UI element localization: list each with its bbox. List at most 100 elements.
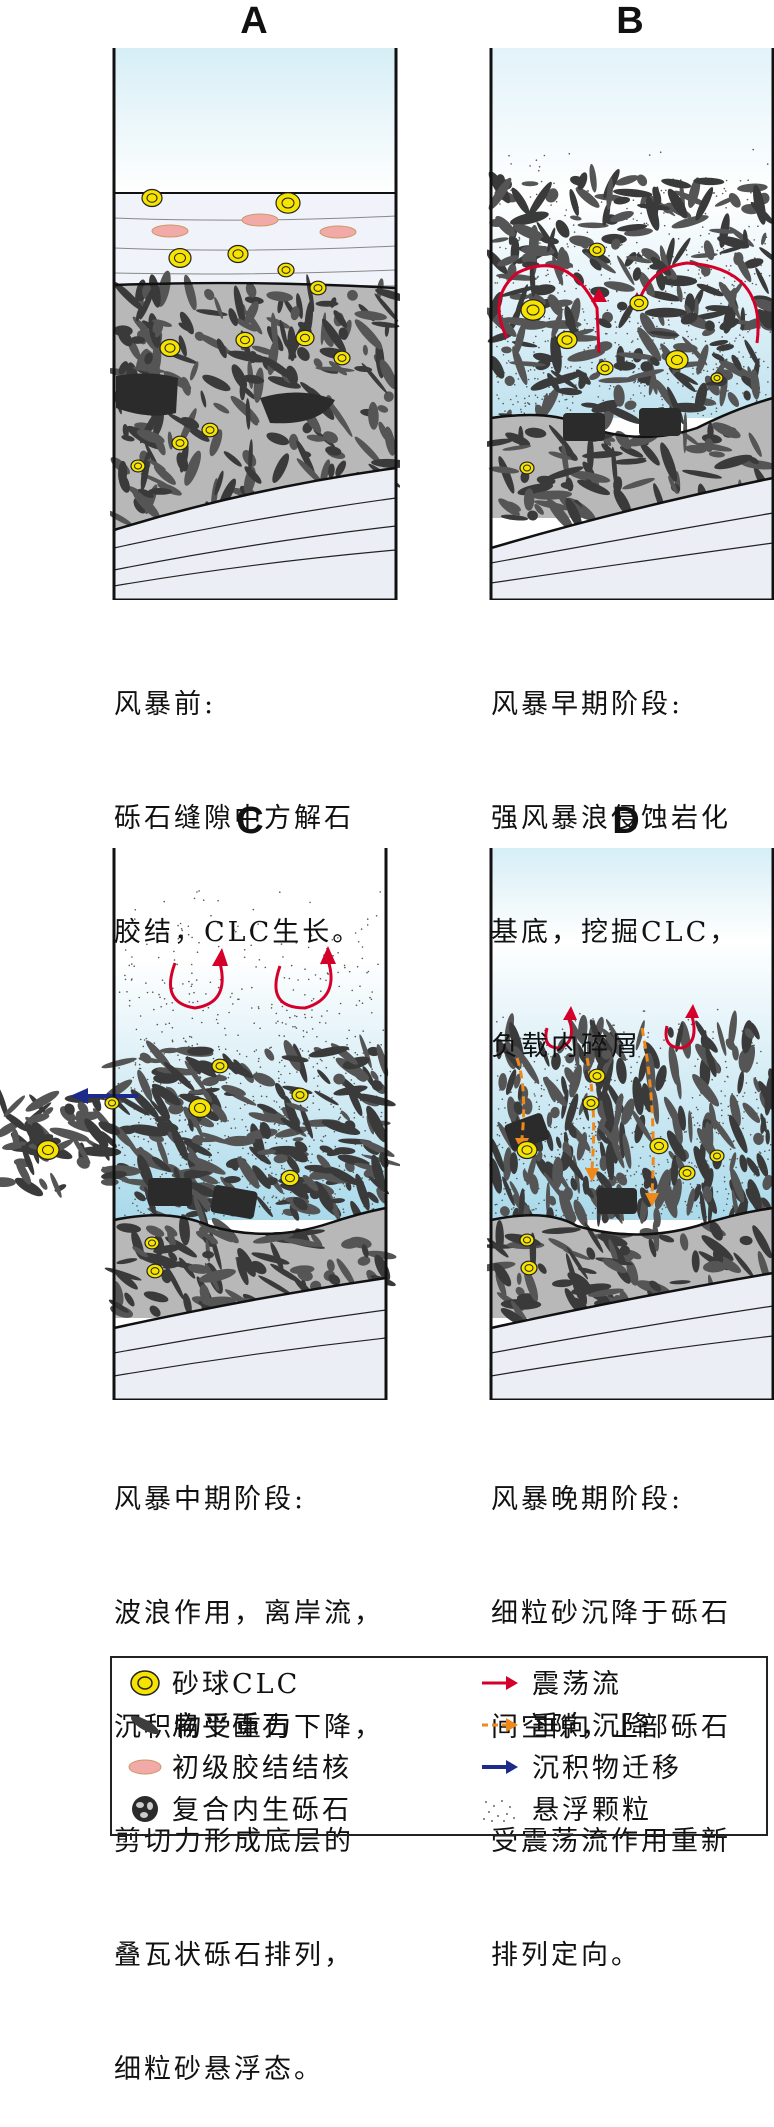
flat-gravel — [750, 1022, 760, 1040]
suspended-particle — [692, 1116, 694, 1119]
suspended-particle — [196, 951, 199, 953]
flat-gravel — [524, 427, 547, 438]
sand-ball-clc-core — [281, 266, 291, 274]
flat-gravel — [616, 352, 656, 360]
suspended-particle — [535, 159, 538, 161]
flat-gravel — [672, 1111, 683, 1144]
suspended-particle — [318, 1108, 321, 1111]
suspended-particle — [274, 1136, 277, 1139]
suspended-particle — [596, 1179, 599, 1181]
suspended-particle — [259, 1066, 262, 1068]
suspended-particle — [544, 1140, 547, 1143]
suspended-particle — [292, 989, 295, 991]
flat-gravel — [548, 1195, 556, 1206]
suspended-particle — [238, 1053, 241, 1055]
suspended-particle — [747, 179, 749, 181]
legend-item-flat-gravel: 扁平砾石 — [130, 1704, 292, 1743]
suspended-particle — [245, 1125, 247, 1128]
flat-gravel — [680, 312, 698, 325]
suspended-particle — [358, 1000, 361, 1002]
suspended-particle — [724, 1080, 726, 1083]
suspended-particle — [704, 212, 707, 215]
flat-gravel — [570, 328, 594, 337]
suspended-particle — [290, 964, 293, 967]
flat-gravel — [704, 320, 715, 331]
sand-ball-clc — [144, 1236, 160, 1250]
flat-gravel — [528, 224, 539, 262]
suspended-particle — [321, 1060, 323, 1062]
sand-ball-clc-cluster — [519, 242, 724, 475]
legend-item-sediment-migration: 沉积物迁移 — [482, 1746, 682, 1785]
suspended-particle — [614, 341, 616, 344]
suspended-particle — [630, 1146, 633, 1149]
suspended-particle — [538, 1105, 541, 1108]
suspended-particle — [659, 1047, 662, 1049]
flat-gravel — [717, 235, 750, 249]
flat-gravel — [699, 1190, 707, 1226]
suspended-particle — [723, 1176, 726, 1178]
flat-gravel — [256, 1195, 273, 1217]
suspended-particle — [159, 1176, 162, 1178]
suspended-particle — [163, 998, 166, 1000]
suspended-particle — [540, 1094, 543, 1097]
flat-gravel — [517, 1049, 540, 1085]
flat-gravel — [379, 359, 397, 390]
flat-gravel — [514, 284, 528, 320]
suspended-particle — [720, 1090, 723, 1092]
suspended-particle — [743, 1111, 745, 1113]
flat-gravel — [326, 1259, 335, 1272]
sand-ball-clc — [333, 350, 351, 366]
flat-gravel — [289, 1229, 325, 1237]
suspended-particle — [596, 1164, 598, 1166]
suspended-particle — [501, 1146, 504, 1149]
suspended-particle — [532, 341, 535, 344]
suspended-particle — [308, 1145, 311, 1148]
suspended-particle — [663, 1204, 665, 1207]
suspended-particle — [133, 1135, 136, 1138]
flat-gravel — [730, 1168, 745, 1203]
oscillating-flow-arrow — [497, 261, 760, 354]
flat-gravel — [521, 181, 539, 187]
flat-gravel — [504, 375, 515, 386]
suspended-particle — [165, 1023, 167, 1025]
suspended-particle — [264, 1168, 267, 1170]
suspended-particle — [191, 1017, 194, 1020]
suspended-particle — [310, 934, 313, 937]
suspended-particle — [290, 1097, 292, 1100]
suspended-particle — [565, 1047, 567, 1050]
flat-gravel — [288, 433, 299, 450]
flat-gravel — [487, 331, 514, 343]
legend-label: 悬浮颗粒 — [532, 1795, 652, 1826]
suspended-particle — [609, 263, 612, 265]
suspended-particle — [574, 1066, 576, 1069]
suspended-particle — [280, 943, 283, 945]
suspended-particle — [527, 370, 530, 372]
flat-gravel — [308, 1046, 350, 1058]
caption-line: 波浪作用，离岸流， — [114, 1598, 384, 1629]
suspended-particle — [339, 1108, 342, 1110]
flat-gravel — [328, 463, 335, 478]
flat-gravel — [649, 331, 680, 337]
flat-gravel — [728, 1114, 748, 1154]
flat-gravel — [589, 372, 601, 380]
composite-intraclast — [148, 1178, 258, 1219]
suspended-particle — [720, 1114, 723, 1117]
suspended-particle — [695, 1106, 698, 1109]
suspended-particle — [543, 1154, 546, 1157]
flat-gravel — [536, 1151, 543, 1162]
primary-cement-nodule — [151, 213, 357, 239]
flat-gravel — [695, 187, 714, 221]
flat-gravel — [335, 460, 347, 477]
flat-gravel — [231, 364, 248, 389]
suspended-particle — [135, 1028, 138, 1031]
suspended-particle — [496, 345, 498, 348]
oscillating-flow-arrow — [169, 959, 333, 1010]
suspended-particle — [133, 1164, 136, 1166]
suspended-particle — [212, 1057, 215, 1060]
flat-gravel — [164, 1264, 185, 1300]
suspended-particle — [496, 1021, 498, 1023]
suspended-particle — [289, 1016, 291, 1019]
flat-gravel — [515, 1286, 525, 1297]
suspended-particle — [379, 1074, 382, 1077]
suspended-particle — [548, 1104, 550, 1106]
